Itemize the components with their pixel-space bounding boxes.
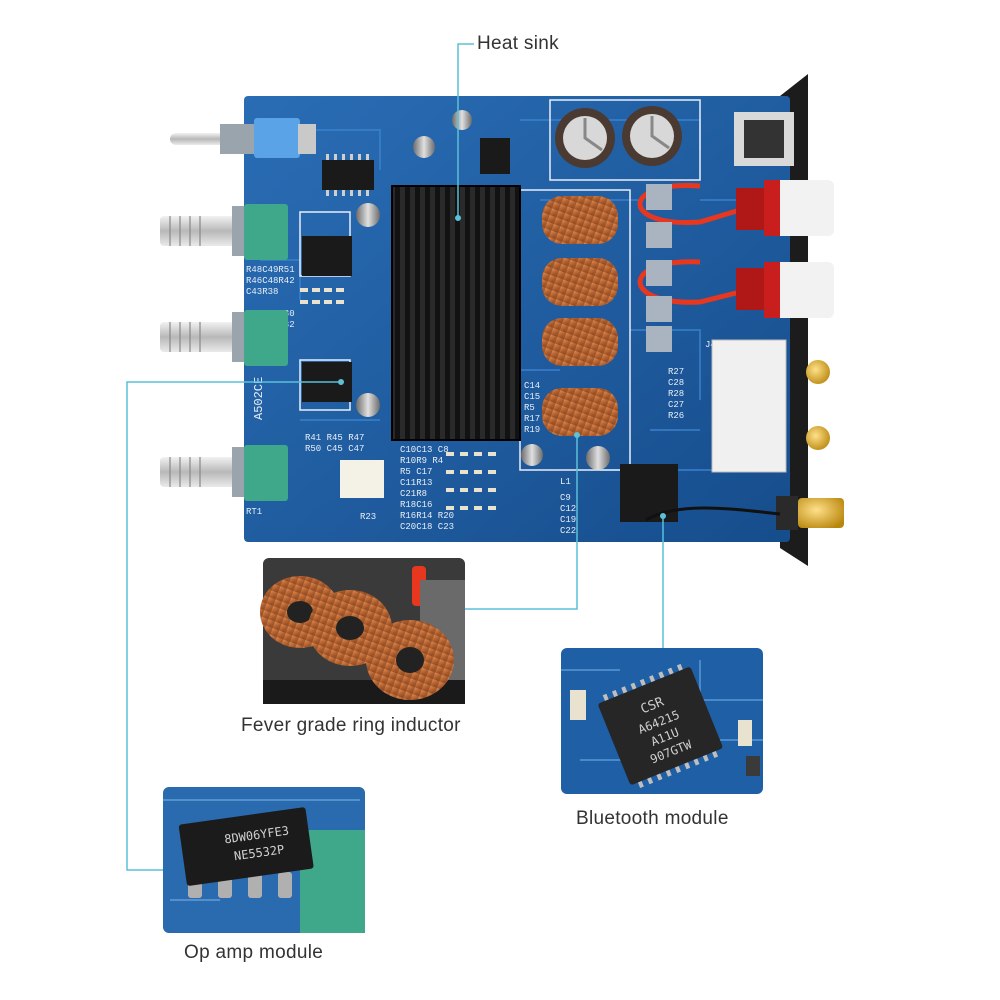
ring-inductor: [542, 196, 618, 436]
svg-text:J4: J4: [705, 340, 716, 350]
potentiometer-knob: [160, 204, 288, 260]
op-amp-module-label: Op amp module: [184, 942, 324, 963]
leader-line: [457, 43, 474, 218]
op-amp-chip: [178, 807, 314, 886]
leader-line: [126, 381, 341, 871]
capacitor: [356, 110, 610, 470]
ic-chip: [322, 160, 374, 190]
leader-lines: [126, 43, 664, 871]
potentiometer-knob: [160, 310, 288, 366]
svg-text:R23: R23: [360, 512, 376, 522]
heat-sink-label: Heat sink: [477, 33, 559, 54]
svg-text:C27: C27: [668, 400, 684, 410]
electrolytic-capacitor: [555, 106, 682, 168]
input-connector: [711, 339, 787, 473]
svg-text:C15: C15: [524, 392, 540, 402]
svg-text:C19: C19: [560, 515, 576, 525]
svg-text:C22: C22: [560, 526, 576, 536]
heat-sink: [391, 185, 521, 441]
toggle-switch: [170, 118, 316, 158]
svg-text:R28: R28: [668, 389, 684, 399]
svg-text:R10R9 R4: R10R9 R4: [400, 456, 443, 466]
svg-text:R18C16: R18C16: [400, 500, 432, 510]
potentiometer-knob: [160, 445, 288, 501]
ic-chip: [480, 138, 510, 174]
svg-text:R41 R45 R47: R41 R45 R47: [305, 433, 364, 443]
ic-chip: [302, 236, 352, 276]
svg-text:C21R8: C21R8: [400, 489, 427, 499]
ic-chip: [620, 464, 678, 522]
svg-text:C12: C12: [560, 504, 576, 514]
svg-text:R16R14 R20: R16R14 R20: [400, 511, 454, 521]
relay: [340, 460, 384, 498]
svg-text:C20C18 C23: C20C18 C23: [400, 522, 454, 532]
svg-text:R5 C17: R5 C17: [400, 467, 432, 477]
svg-text:C10C13 C8: C10C13 C8: [400, 445, 449, 455]
speaker-wire: [637, 182, 741, 305]
bluetooth-module-closeup: CSR A64215 A11U 907GTW: [561, 648, 763, 794]
rca-jack: [806, 360, 830, 384]
amplifier-board: R48C49R51 R46C48R42 C43R38 R30C33C30 C41…: [160, 74, 844, 566]
svg-text:R17: R17: [524, 414, 540, 424]
svg-text:R27: R27: [668, 367, 684, 377]
svg-text:R48C49R51: R48C49R51: [246, 265, 295, 275]
rca-jack: [806, 426, 830, 450]
leader-line: [464, 435, 578, 610]
ring-inductor-closeup: [260, 558, 465, 704]
svg-text:R5: R5: [524, 403, 535, 413]
svg-text:RT1: RT1: [246, 507, 262, 517]
ring-inductor-label: Fever grade ring inductor: [241, 715, 461, 736]
svg-text:R46C48R42: R46C48R42: [246, 276, 295, 286]
op-amp-closeup: 8DW06YFE3 NE5532P: [163, 787, 365, 933]
board-model-text: A502CE: [252, 377, 266, 420]
svg-text:L1: L1: [560, 477, 571, 487]
svg-text:C43R38: C43R38: [246, 287, 278, 297]
speaker-terminal: [736, 180, 834, 318]
svg-text:R19: R19: [524, 425, 540, 435]
svg-text:C28: C28: [668, 378, 684, 388]
svg-text:R26: R26: [668, 411, 684, 421]
svg-text:C14: C14: [524, 381, 540, 391]
svg-text:C9: C9: [560, 493, 571, 503]
svg-text:R50 C45 C47: R50 C45 C47: [305, 444, 364, 454]
chip-marking: NE5532P: [233, 842, 285, 863]
antenna-connector: [776, 496, 844, 530]
csr-chip: [598, 667, 723, 785]
bluetooth-module-label: Bluetooth module: [576, 808, 729, 829]
svg-text:C11R13: C11R13: [400, 478, 432, 488]
